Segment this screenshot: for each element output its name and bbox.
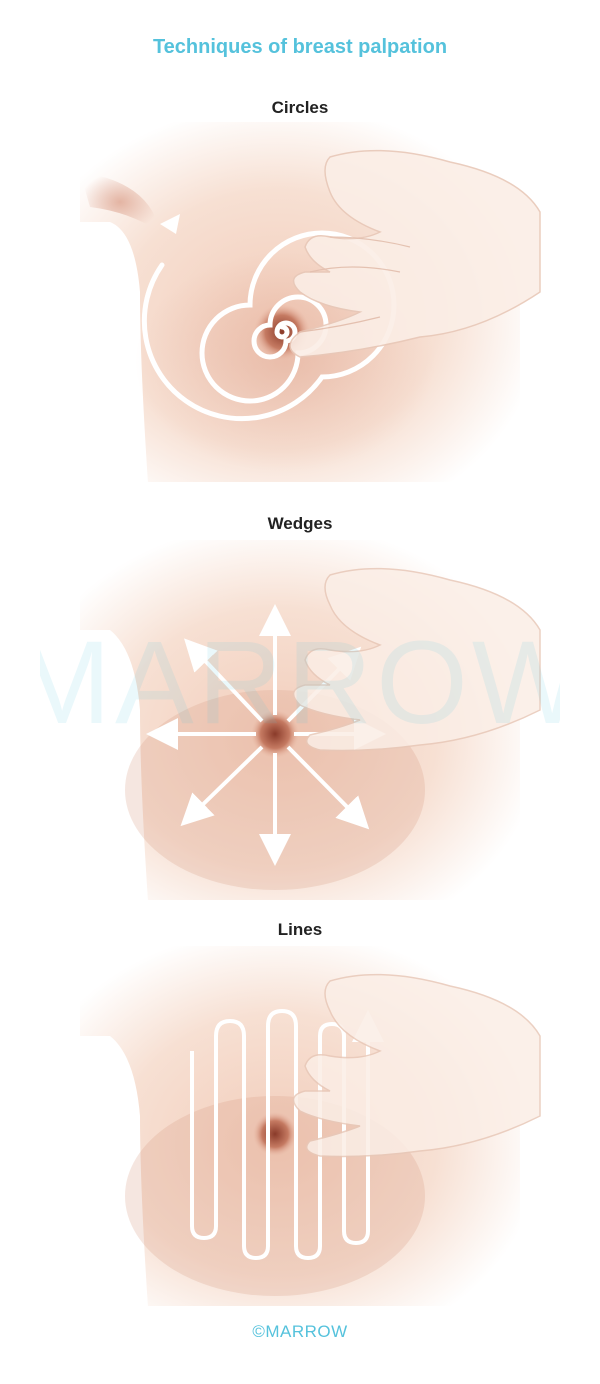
spiral-arrowhead [160, 214, 180, 234]
figure-title: Techniques of breast palpation [152, 36, 448, 58]
hand-illustration [289, 149, 541, 358]
panel-wedges [0, 540, 600, 930]
panel-label-lines: Lines [277, 920, 323, 939]
spiral-arrow [141, 230, 397, 422]
lines-arrow-path [190, 1009, 384, 1260]
arm-cutout [0, 540, 150, 930]
copyright-footer: ©MARROW [252, 1322, 348, 1341]
panel-lines [0, 946, 600, 1336]
panel-label-wedges: Wedges [267, 514, 333, 533]
hand-illustration [292, 567, 541, 752]
panel-label-circles: Circles [271, 98, 329, 117]
axilla-shadow [80, 172, 160, 232]
hand-illustration [292, 973, 541, 1158]
nipple [251, 710, 299, 758]
nipple [253, 1112, 297, 1156]
arm-cutout [0, 946, 150, 1336]
panel-circles [0, 122, 600, 512]
arm-cutout [0, 122, 150, 512]
